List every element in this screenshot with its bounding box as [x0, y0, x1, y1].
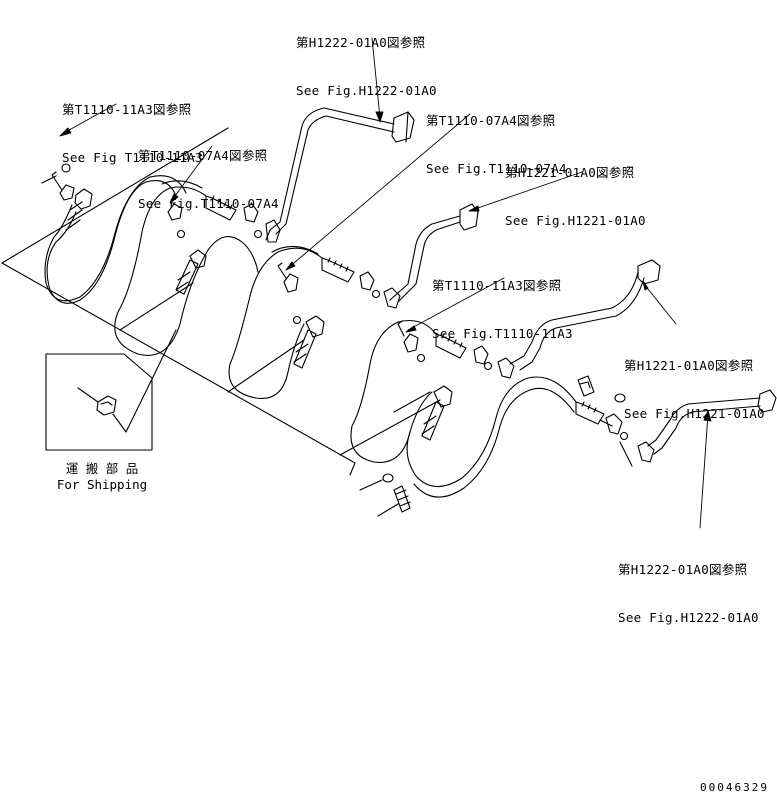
- bolt-washer-left: [360, 474, 410, 516]
- assembly-frame: [2, 128, 440, 475]
- reference-label-jp: 第T1110-11A3図参照: [62, 102, 192, 117]
- reference-label-h1221-right: 第H1221-01A0図参照 See Fig.H1221-01A0: [624, 326, 765, 438]
- shipping-label-jp: 運 搬 部 品: [65, 461, 139, 476]
- reference-label-jp: 第H1221-01A0図参照: [505, 165, 635, 180]
- reference-label-jp: 第T1110-07A4図参照: [138, 148, 268, 163]
- hose-2: [115, 181, 262, 356]
- reference-label-en: See Fig T1110-11A3: [62, 150, 203, 165]
- reference-label-en: See Fig.T1110-11A3: [432, 326, 573, 341]
- pipe-upper-right: [498, 260, 660, 378]
- reference-label-h1222-bottom: 第H1222-01A0図参照 See Fig.H1222-01A0: [618, 530, 759, 642]
- reference-label-jp: 第T1110-07A4図参照: [426, 113, 556, 128]
- leader-lines: [60, 38, 711, 528]
- reference-label-t1110-07a4-mid: 第T1110-07A4図参照 See Fig.T1110-07A4: [426, 81, 567, 193]
- pipe-upper-middle: [384, 204, 478, 308]
- reference-label-en: See Fig.T1110-07A4: [138, 196, 279, 211]
- document-number: 00046329: [700, 781, 769, 794]
- reference-label-en: See Fig.H1222-01A0: [618, 610, 759, 625]
- reference-label-t1110-11a3-mid: 第T1110-11A3図参照 See Fig.T1110-11A3: [432, 246, 573, 358]
- reference-label-en: See Fig.H1221-01A0: [505, 213, 646, 228]
- reference-label-jp: 第H1222-01A0図参照: [296, 35, 426, 50]
- pipe-upper-left: [266, 108, 414, 242]
- reference-label-h1222-top: 第H1222-01A0図参照 See Fig.H1222-01A0: [296, 3, 437, 115]
- reference-label-en: See Fig.H1222-01A0: [296, 83, 437, 98]
- shipping-label-en: For Shipping: [56, 477, 148, 492]
- pipe-lower-right: [638, 390, 776, 462]
- shipping-inset-box: [46, 330, 176, 450]
- reference-label-h1221-upper: 第H1221-01A0図参照 See Fig.H1221-01A0: [505, 133, 646, 245]
- reference-label-en: See Fig.T1110-07A4: [426, 161, 567, 176]
- reference-label-jp: 第H1222-01A0図参照: [618, 562, 748, 577]
- reference-label-jp: 第H1221-01A0図参照: [624, 358, 754, 373]
- reference-label-t1110-07a4-left: 第T1110-07A4図参照 See Fig.T1110-07A4: [138, 116, 279, 228]
- shipping-label: 運 搬 部 品 For Shipping: [46, 461, 158, 493]
- reference-label-t1110-11a3-left: 第T1110-11A3図参照 See Fig T1110-11A3: [62, 70, 203, 182]
- reference-label-jp: 第T1110-11A3図参照: [432, 278, 562, 293]
- hose-3: [229, 246, 379, 398]
- hose-1: [42, 164, 186, 303]
- hose-5: [407, 376, 632, 497]
- reference-label-en: See Fig.H1221-01A0: [624, 406, 765, 421]
